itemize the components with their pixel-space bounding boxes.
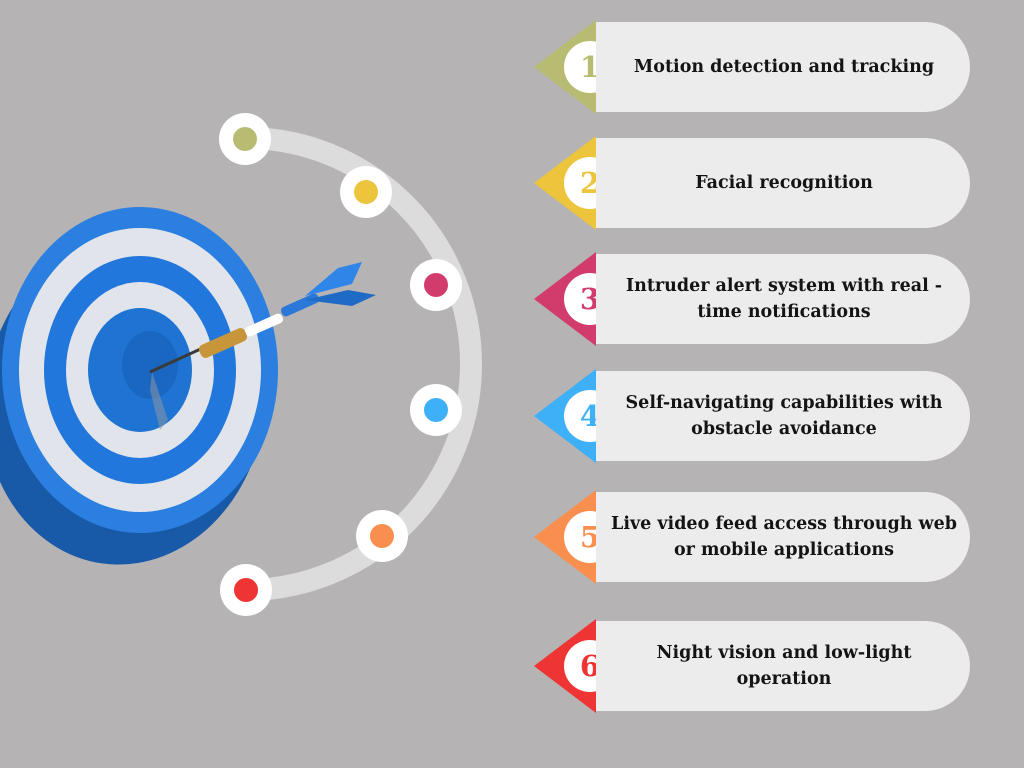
arc-node-2 [340, 166, 392, 218]
arc-node-1 [219, 113, 271, 165]
feature-card-2: Facial recognition [596, 138, 970, 228]
arc-track [234, 127, 482, 601]
item-number-4: 4 [580, 399, 600, 433]
feature-card-1: Motion detection and tracking [596, 22, 970, 112]
feature-card-6: Night vision and low-light operation [596, 621, 970, 711]
arc-node-6 [220, 564, 272, 616]
item-number-1: 1 [580, 50, 600, 84]
item-number-3: 3 [580, 282, 600, 316]
arc-node-3 [410, 259, 462, 311]
feature-card-4: Self-navigating capabilities with obstac… [596, 371, 970, 461]
feature-text-4: Self-navigating capabilities with obstac… [625, 393, 943, 439]
feature-text-3: Intruder alert system with real -time no… [625, 276, 943, 322]
target-with-dart-icon [0, 207, 376, 565]
feature-text-6: Night vision and low-light operation [656, 643, 912, 689]
feature-card-5: Live video feed access through web or mo… [596, 492, 970, 582]
item-number-6: 6 [580, 649, 600, 683]
feature-card-3: Intruder alert system with real -time no… [596, 254, 970, 344]
feature-text-5: Live video feed access through web or mo… [611, 514, 957, 560]
feature-text-1: Motion detection and tracking [633, 57, 935, 77]
arc-node-4 [410, 384, 462, 436]
item-number-2: 2 [580, 166, 600, 200]
arc-node-5 [356, 510, 408, 562]
feature-text-2: Facial recognition [695, 173, 873, 193]
item-number-5: 5 [580, 520, 600, 554]
